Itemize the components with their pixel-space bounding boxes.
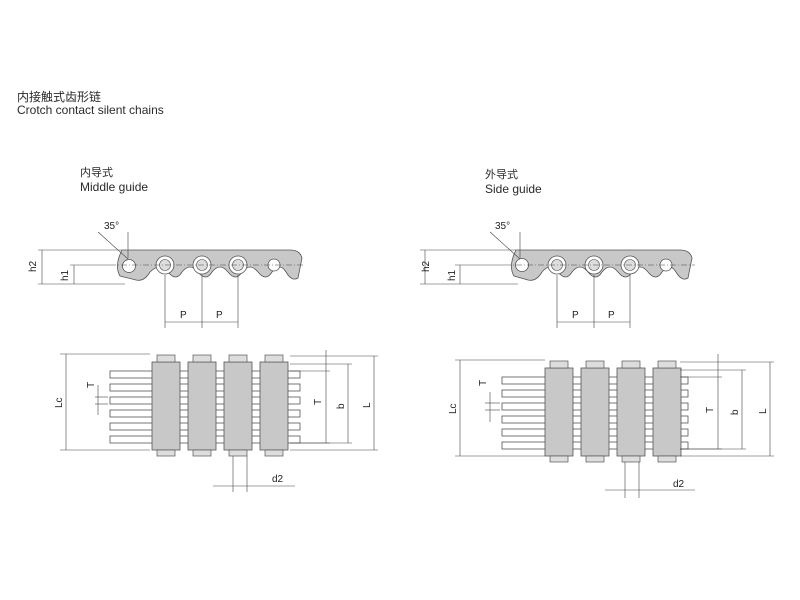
t-label-middle: T	[86, 382, 97, 388]
title-chinese: 内接触式齿形链	[17, 90, 102, 104]
side-guide-top-view: Lc T T b L d2	[448, 354, 774, 498]
h2-label-middle: h2	[28, 260, 39, 272]
guide-blocks	[151, 361, 289, 451]
end-hole	[122, 259, 136, 273]
pin-heads	[156, 354, 284, 457]
pitch-label-middle-1: P	[180, 310, 187, 321]
guide-blocks-side	[544, 367, 682, 457]
d2-label-middle: d2	[272, 474, 284, 485]
middle-guide-caption-cn: 内导式	[80, 166, 113, 179]
pitch-label-middle-2: P	[216, 310, 223, 321]
middle-guide-caption-en: Middle guide	[80, 180, 149, 194]
b-label-side: b	[730, 409, 741, 415]
t-label-middle-right: T	[313, 399, 324, 405]
lc-label-side: Lc	[448, 403, 459, 414]
side-guide-caption-en: Side guide	[485, 182, 542, 196]
pitch-label-side-1: P	[572, 310, 579, 321]
side-guide-caption: 外导式 Side guide	[485, 167, 542, 197]
t-label-side: T	[478, 380, 489, 386]
pitch-label-side-2: P	[608, 310, 615, 321]
pin-heads-side	[549, 360, 677, 463]
middle-guide-side-view: 35° h2 h1 P P	[28, 221, 305, 328]
h2-label-side: h2	[421, 260, 432, 272]
middle-guide-top-view: Lc T T b L d2	[54, 350, 378, 492]
side-guide-side-view: 35° h2 h1 P P	[420, 221, 695, 328]
l-label-side: L	[758, 408, 769, 414]
side-guide-caption-cn: 外导式	[485, 168, 518, 181]
b-label-middle: b	[336, 403, 347, 409]
h1-label-middle: h1	[60, 269, 71, 281]
angle-label-middle: 35°	[104, 221, 119, 232]
lc-label-middle: Lc	[54, 397, 65, 408]
d2-label-side: d2	[673, 479, 685, 490]
h1-label-side: h1	[447, 269, 458, 281]
t-label-side-right: T	[705, 407, 716, 413]
angle-label-side: 35°	[495, 221, 510, 232]
l-label-middle: L	[362, 402, 373, 408]
title-english: Crotch contact silent chains	[17, 103, 164, 117]
middle-guide-caption: 内导式 Middle guide	[80, 165, 148, 195]
